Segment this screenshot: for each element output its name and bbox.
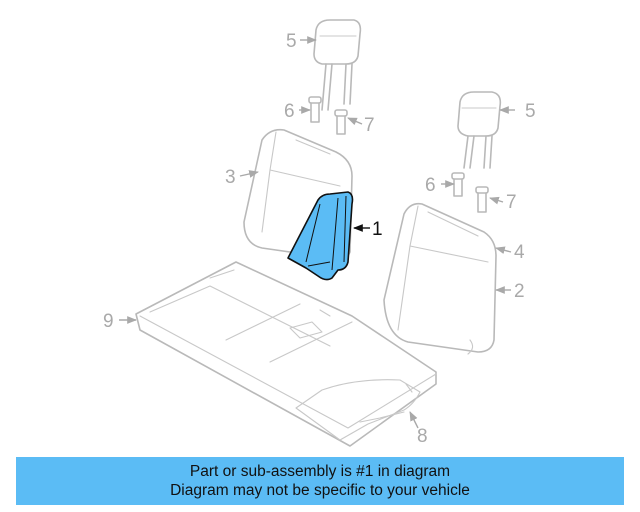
headrest-right	[457, 91, 502, 169]
seat-back-left	[243, 128, 353, 260]
callout-1: 1	[372, 219, 383, 240]
guide-6-right	[451, 172, 465, 197]
leader-lines	[119, 36, 515, 429]
callout-6-right: 6	[425, 175, 436, 196]
caption-banner: Part or sub-assembly is #1 in diagram Di…	[16, 457, 624, 505]
cushion-cover	[295, 379, 421, 441]
callout-6-left: 6	[284, 101, 295, 122]
seat-back-right	[383, 202, 497, 355]
caption-line-1: Part or sub-assembly is #1 in diagram	[189, 463, 451, 480]
guide-6-left	[308, 96, 322, 123]
caption-line-2: Diagram may not be specific to your vehi…	[170, 482, 470, 499]
seat-cushion	[135, 261, 437, 447]
highlighted-part-1	[287, 191, 354, 281]
callout-7-right: 7	[506, 192, 517, 213]
callout-3: 3	[225, 167, 236, 188]
callout-4: 4	[514, 242, 525, 263]
callout-2: 2	[514, 281, 525, 302]
guide-7-right	[475, 186, 489, 213]
callout-5-left: 5	[286, 31, 297, 52]
guide-7-left	[334, 109, 348, 135]
headrest-left	[313, 19, 362, 111]
callout-9: 9	[103, 311, 114, 332]
parts-diagram: 5 6 7 3 5 6 7 4 2 9 8 1	[103, 19, 536, 447]
callout-7-left: 7	[364, 115, 375, 136]
callout-8: 8	[417, 426, 428, 447]
callout-5-right: 5	[525, 101, 536, 122]
